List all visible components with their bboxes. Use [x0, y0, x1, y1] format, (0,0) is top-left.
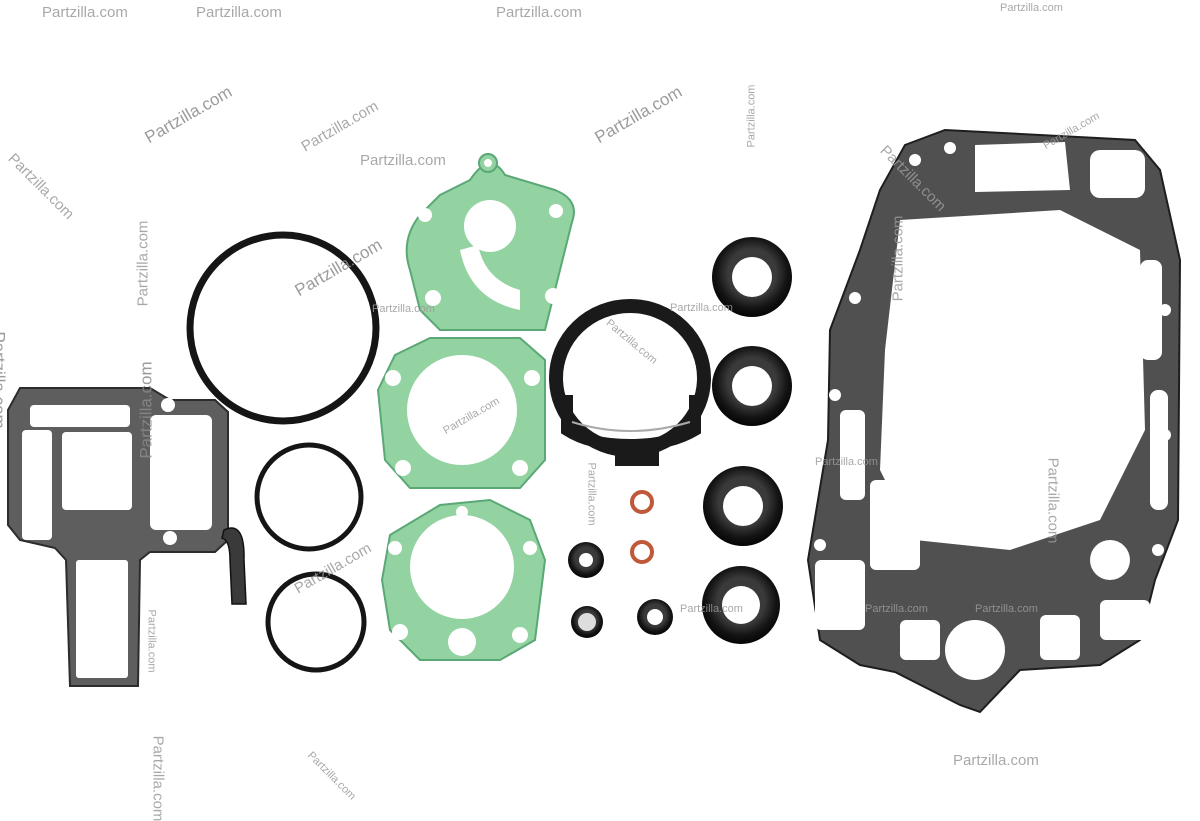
rectangular-gasket-left [7, 387, 229, 687]
watermark: Partzilla.com [496, 4, 582, 21]
watermark: Partzilla.com [372, 303, 435, 315]
copper-washer [630, 490, 654, 514]
watermark: Partzilla.com [1000, 2, 1063, 14]
parts-photo [7, 128, 1182, 714]
watermark: Partzilla.com [145, 609, 158, 673]
watermark: Partzilla.com [815, 456, 878, 468]
oil-seal-group [568, 237, 792, 644]
watermark: Partzilla.com [42, 4, 128, 21]
copper-washer [630, 540, 654, 564]
green-gasket-bottom [380, 498, 547, 661]
watermark: Partzilla.com [670, 302, 733, 314]
watermark: Partzilla.com [889, 215, 907, 302]
medium-o-ring-lower [265, 571, 367, 673]
rubber-seal-housing [549, 299, 711, 466]
watermark: Partzilla.com [134, 220, 152, 307]
curved-rubber-strip [221, 527, 247, 605]
watermark: Partzilla.com [360, 152, 446, 169]
watermark: Partzilla.com [136, 361, 156, 459]
watermark: Partzilla.com [1044, 457, 1062, 544]
watermark: Partzilla.com [745, 84, 758, 148]
green-gasket-top [405, 153, 575, 331]
watermark: Partzilla.com [149, 735, 167, 821]
watermark: Partzilla.com [680, 603, 743, 615]
medium-o-ring-upper [254, 442, 364, 552]
large-o-ring [186, 231, 380, 425]
lower-case-gasket [806, 128, 1182, 714]
watermark: Partzilla.com [953, 752, 1039, 769]
green-gasket-middle [376, 337, 546, 489]
watermark: Partzilla.com [585, 462, 598, 526]
watermark: Partzilla.com [196, 4, 282, 21]
watermark: Partzilla.com [975, 603, 1038, 615]
watermark: Partzilla.com [865, 603, 928, 615]
watermark: Partzilla.com [0, 331, 9, 429]
